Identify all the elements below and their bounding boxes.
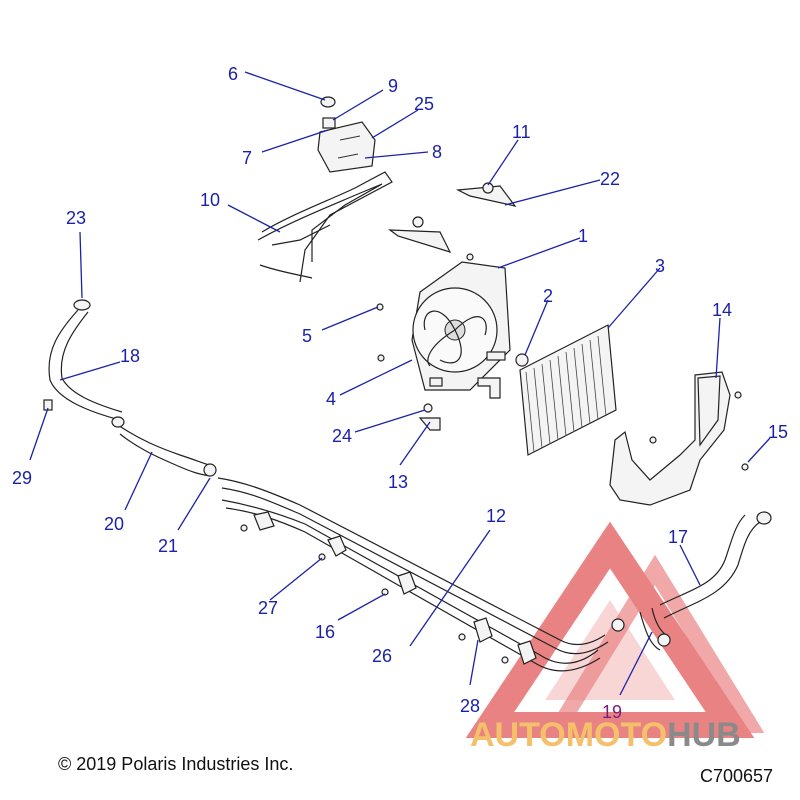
callout-2: 2 [543, 286, 553, 306]
tube-clip-upper [240, 511, 275, 532]
callout-6: 6 [228, 64, 238, 84]
callout-11: 11 [512, 122, 531, 142]
callout-21: 21 [158, 536, 178, 556]
callout-19: 19 [602, 702, 622, 722]
callout-17: 17 [668, 527, 688, 547]
callout-4: 4 [326, 389, 336, 409]
coolant-reservoir [317, 117, 376, 173]
screw-15 [741, 463, 749, 471]
bolt-4 [377, 354, 385, 362]
radiator-bracket [477, 377, 501, 399]
fan-bracket [388, 216, 452, 253]
coolant-tube-12 [217, 477, 609, 672]
callout-25: 25 [414, 94, 434, 114]
callout-26: 26 [372, 646, 392, 666]
elbow-hose-19 [611, 607, 671, 651]
hose-20 [111, 416, 217, 477]
fan-assembly [411, 261, 511, 391]
reservoir-cap [320, 96, 336, 108]
hose-17 [659, 511, 772, 619]
mount-bracket [455, 182, 517, 207]
washer-24 [423, 403, 433, 413]
radiator-deflector [609, 371, 731, 506]
callout-labels: 6 9 25 7 8 10 11 22 1 2 3 14 15 5 4 24 1… [12, 64, 788, 722]
callout-10: 10 [200, 190, 220, 210]
callout-9: 9 [388, 76, 398, 96]
callout-28: 28 [460, 696, 480, 716]
watermark-brand-part2: HUB [667, 716, 741, 754]
callout-14: 14 [712, 300, 732, 320]
callout-5: 5 [302, 326, 312, 346]
radiator [515, 324, 617, 456]
callout-27: 27 [258, 598, 278, 618]
callout-7: 7 [242, 148, 252, 168]
callout-18: 18 [120, 346, 140, 366]
screw-14 [734, 391, 742, 399]
callout-12: 12 [486, 506, 506, 526]
leader-lines [29, 71, 771, 696]
callout-13: 13 [388, 472, 408, 492]
fan-lower-bracket [418, 417, 441, 431]
callout-8: 8 [432, 142, 442, 162]
tube-clip-lower [501, 640, 537, 665]
coolant-tube-18 [43, 299, 123, 421]
callout-29: 29 [12, 468, 32, 488]
tube-clip-28 [458, 617, 493, 643]
tube-clip-27 [318, 535, 347, 561]
callout-3: 3 [655, 256, 665, 276]
callout-15: 15 [768, 422, 788, 442]
diagram-code: C700657 [700, 766, 774, 786]
tube-clip-26 [381, 571, 417, 596]
screw-deflector [649, 436, 657, 444]
bolt-1 [466, 253, 474, 261]
callout-20: 20 [104, 514, 124, 534]
overflow-hose [257, 171, 393, 283]
copyright-text: © 2019 Polaris Industries Inc. [58, 754, 294, 774]
watermark-text: AUTOMOTOHUB [470, 716, 741, 755]
callout-23: 23 [66, 208, 86, 228]
callout-16: 16 [315, 622, 335, 642]
callout-24: 24 [332, 426, 352, 446]
callout-1: 1 [578, 226, 588, 246]
callout-22: 22 [600, 169, 620, 189]
watermark-brand-part1: AUTOMOTO [470, 716, 668, 754]
